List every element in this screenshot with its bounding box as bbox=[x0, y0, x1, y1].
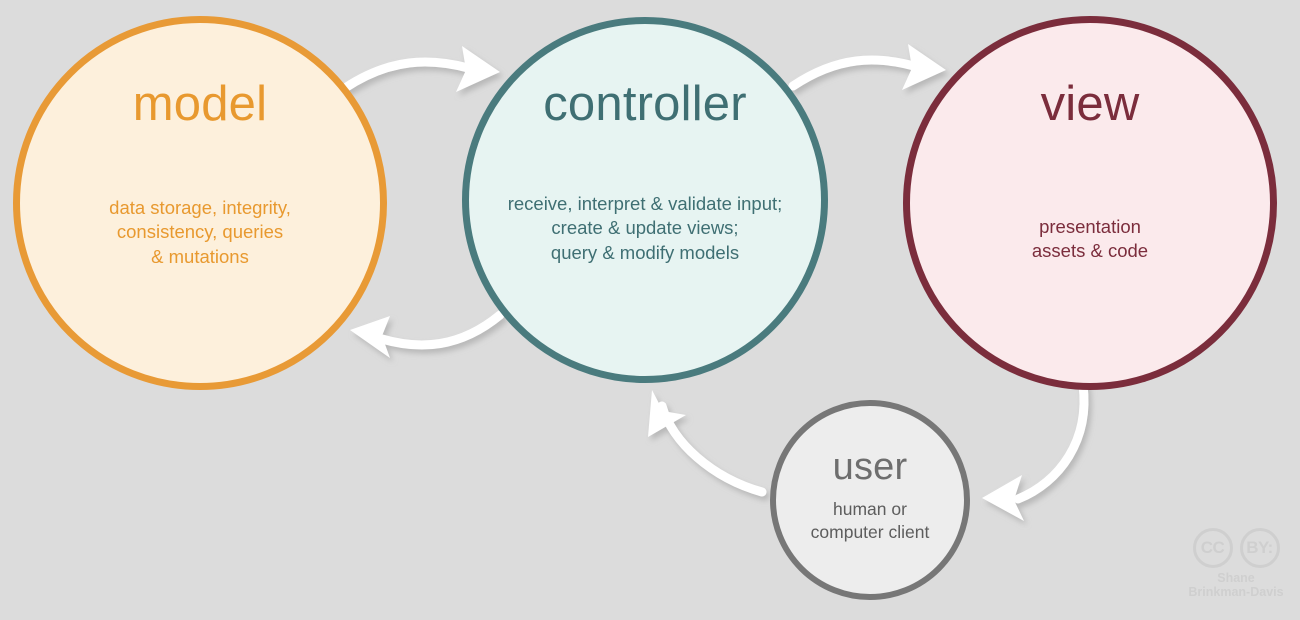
arrow-controller-to-model bbox=[350, 310, 505, 358]
node-controller-description: receive, interpret & validate input; cre… bbox=[507, 193, 783, 263]
node-user-title: user bbox=[832, 446, 908, 488]
node-user[interactable]: user human or computer client bbox=[770, 400, 970, 600]
cc-icon: CC bbox=[1192, 528, 1233, 568]
attribution-line-1: Shane bbox=[1217, 571, 1255, 585]
node-model[interactable]: model data storage, integrity, consisten… bbox=[13, 16, 387, 390]
node-controller-title: controller bbox=[543, 77, 747, 131]
license-marks: CC BY: bbox=[1192, 528, 1280, 568]
creative-commons-badge: CC BY: Shane Brinkman-Davis bbox=[1180, 528, 1292, 608]
by-icon: BY: bbox=[1239, 528, 1280, 568]
node-model-description: data storage, integrity, consistency, qu… bbox=[109, 197, 291, 267]
arrow-controller-to-view bbox=[788, 44, 946, 91]
node-user-description: human or computer client bbox=[810, 499, 930, 543]
node-model-title: model bbox=[132, 77, 268, 131]
arrow-model-to-controller bbox=[340, 46, 500, 93]
attribution-text: Shane Brinkman-Davis bbox=[1188, 571, 1283, 599]
node-view-description: presentation assets & code bbox=[1031, 216, 1149, 262]
attribution-line-2: Brinkman-Davis bbox=[1188, 585, 1284, 599]
node-view-title: view bbox=[1040, 77, 1140, 131]
node-controller[interactable]: controller receive, interpret & validate… bbox=[462, 17, 828, 383]
node-view[interactable]: view presentation assets & code bbox=[903, 16, 1277, 390]
arrow-user-to-controller bbox=[648, 390, 767, 497]
arrow-view-to-user bbox=[982, 380, 1089, 521]
